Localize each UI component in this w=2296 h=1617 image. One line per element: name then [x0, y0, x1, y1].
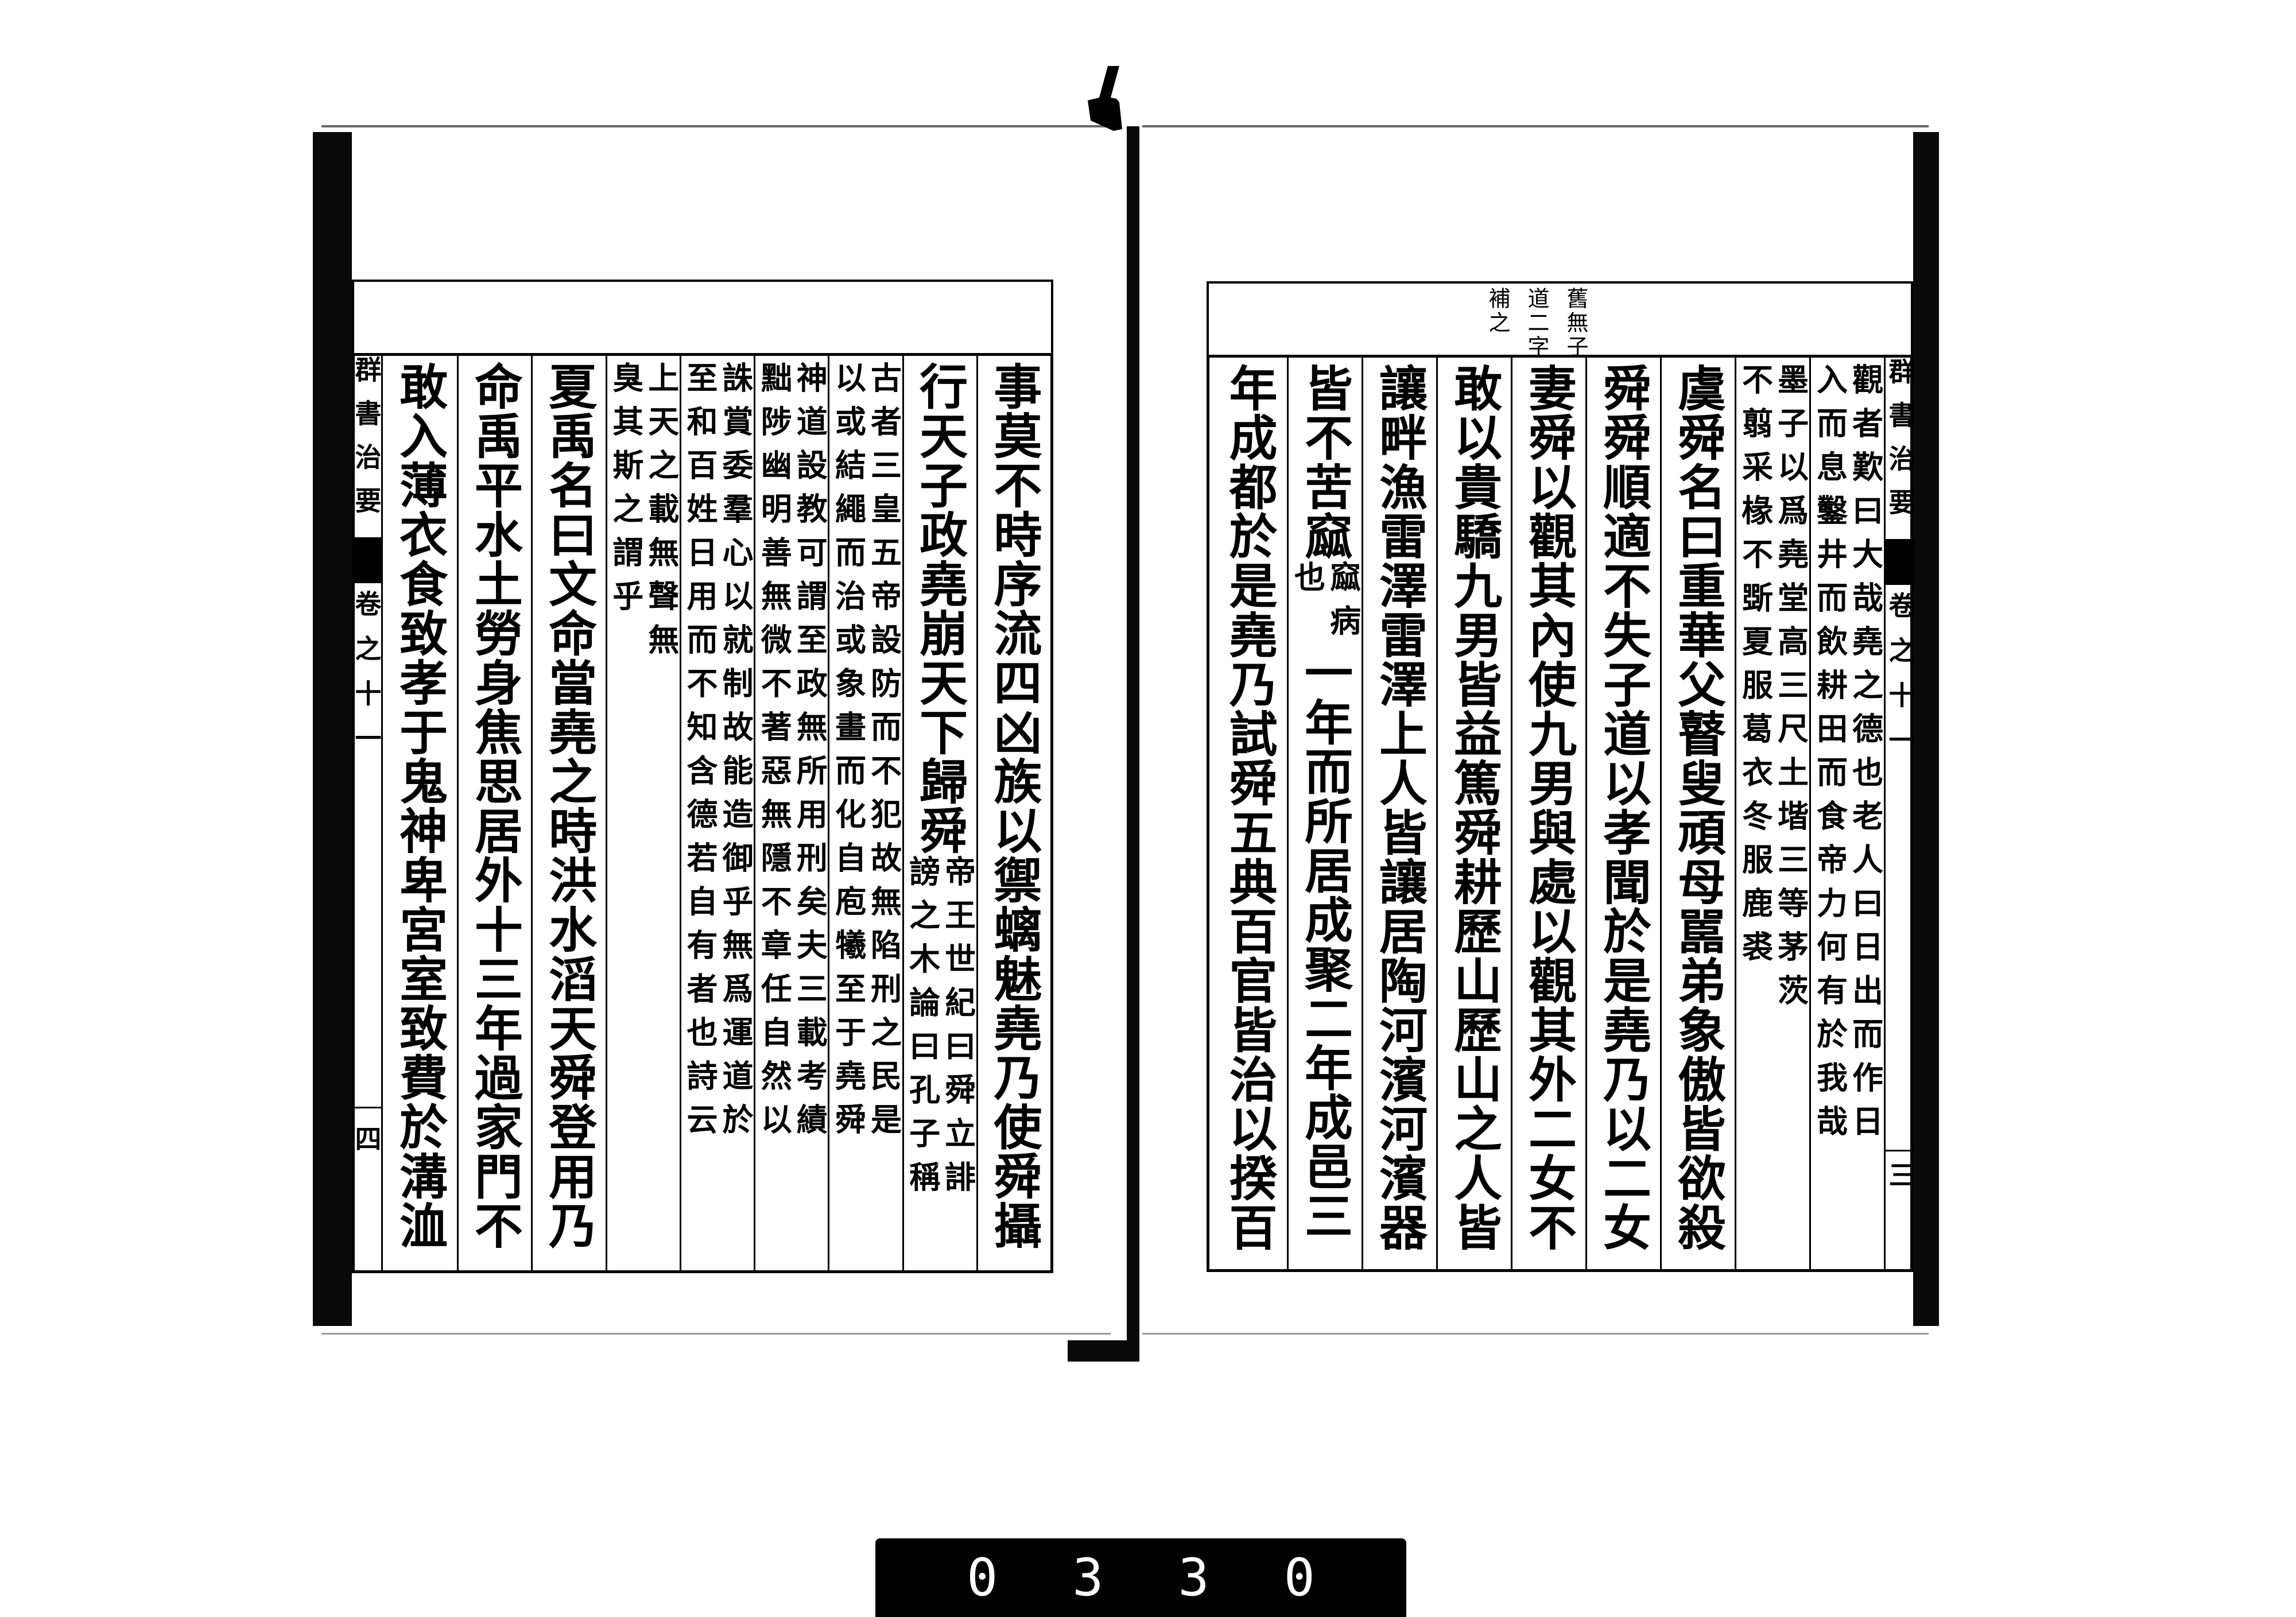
text-column: 夏禹名曰文命當堯之時洪水滔天舜登用乃: [531, 356, 605, 1270]
volume-label: 卷之十一: [1884, 592, 1916, 771]
volume-label: 卷之十一: [351, 590, 382, 769]
page-number: 三: [1884, 1161, 1916, 1188]
commentary-note: 窳病也: [1289, 561, 1362, 648]
commentary-line: 黜陟幽明善無微不著惡無隱不章任自然以: [755, 362, 793, 1147]
main-text: 妻舜以觀其內使九男與處以觀其外二女不: [1521, 363, 1578, 1252]
main-text: 敢入薄衣食致孝于鬼神卑宮室致費於溝洫: [391, 362, 449, 1250]
commentary-line: 墨子以爲堯堂高三尺土堦三等茅茨: [1772, 363, 1809, 1018]
commentary-line: 謗之木論曰孔子稱: [903, 855, 941, 1204]
commentary-note: 帝王世紀曰舜立誹謗之木論曰孔子稱: [903, 855, 976, 1204]
main-text: 命禹平水土勞身焦思居外十三年過家門不: [467, 362, 524, 1250]
text-column: 讓畔漁雷澤雷澤上人皆讓居陶河濱河濱器: [1362, 358, 1436, 1269]
margin-note-line: 補之: [1485, 287, 1510, 335]
commentary-note: 上天之載無聲無臭其斯之謂乎: [607, 362, 680, 667]
commentary-line: 誅賞委羣心以就制故能造御乎無爲運道於: [717, 362, 754, 1147]
page-number: 四: [351, 1125, 382, 1151]
text-column: 上天之載無聲無臭其斯之謂乎: [605, 356, 680, 1270]
divider-foot: [1068, 1340, 1139, 1362]
commentary-note: 神道設教可謂至政無所用刑矣夫三載考績黜陟幽明善無微不著惡無隱不章任自然以: [755, 362, 828, 1147]
text-column: 敢入薄衣食致孝于鬼神卑宮室致費於溝洫: [383, 356, 457, 1270]
text-column: 古者三皇五帝設防而不犯故無陷刑之民是以或結繩而治或象畫而化自庖犧至于堯舜: [828, 356, 902, 1270]
commentary-note: 古者三皇五帝設防而不犯故無陷刑之民是以或結繩而治或象畫而化自庖犧至于堯舜: [829, 362, 902, 1147]
text-column: 命禹平水土勞身焦思居外十三年過家門不: [457, 356, 531, 1270]
right-text-columns: 觀者歎曰大哉堯之德也老人曰日出而作日入而息鑿井而飲耕田而食帝力何有於我哉墨子以爲…: [1209, 358, 1884, 1269]
main-text: 夏禹名曰文命當堯之時洪水滔天舜登用乃: [541, 362, 598, 1250]
commentary-note: 觀者歎曰大哉堯之德也老人曰日出而作日入而息鑿井而飲耕田而食帝力何有於我哉: [1811, 363, 1884, 1149]
main-text: 讓畔漁雷澤雷澤上人皆讓居陶河濱河濱器: [1371, 363, 1429, 1252]
main-text: 事莫不時序流四凶族以禦螭魅堯乃使舜攝: [986, 362, 1043, 1250]
right-text-frame: [1207, 355, 1913, 1272]
commentary-line: 帝王世紀曰舜立誹: [939, 855, 976, 1204]
commentary-line: 至和百姓日用而不知含德若自有者也詩云: [681, 362, 719, 1147]
commentary-line: 窳病: [1324, 561, 1362, 648]
book-title: 群書治要: [351, 356, 382, 530]
left-top-margin-box: [352, 280, 1053, 354]
commentary-line: 神道設教可謂至政無所用刑矣夫三載考績: [791, 362, 828, 1147]
archive-number-label: 0330: [875, 1538, 1406, 1617]
text-column: 誅賞委羣心以就制故能造御乎無爲運道於至和百姓日用而不知含德若自有者也詩云: [679, 356, 754, 1270]
left-sheet: [321, 125, 1111, 1335]
main-text: 皆不苦窳: [1297, 363, 1354, 561]
left-text-columns: 事莫不時序流四凶族以禦螭魅堯乃使舜攝行天子政堯崩天下歸舜帝王世紀曰舜立誹謗之木論…: [383, 356, 1050, 1270]
text-column: 敢以貴驕九男皆益篤舜耕歷山歷山之人皆: [1436, 358, 1511, 1269]
text-column: 行天子政堯崩天下歸舜帝王世紀曰舜立誹謗之木論曰孔子稱: [902, 356, 976, 1270]
top-margin-note: 舊無子 道二字 補之: [1485, 287, 1588, 359]
text-column: 舜舜順適不失子道以孝聞於是堯乃以二女: [1585, 358, 1660, 1269]
left-gutter: 群書治要 卷之十一 四: [351, 356, 383, 1271]
main-text: 一年而所居成聚二年成邑三: [1297, 648, 1354, 1240]
main-text: 行天子政堯崩天下歸舜: [912, 362, 969, 855]
text-column: 皆不苦窳窳病也一年而所居成聚二年成邑三: [1287, 358, 1362, 1269]
margin-note-line: 舊無子: [1563, 287, 1588, 359]
commentary-line: 觀者歎曰大哉堯之德也老人曰日出而作日: [1847, 363, 1884, 1149]
main-text: 敢以貴驕九男皆益篤舜耕歷山歷山之人皆: [1446, 363, 1503, 1252]
text-column: 神道設教可謂至政無所用刑矣夫三載考績黜陟幽明善無微不著惡無隱不章任自然以: [754, 356, 828, 1270]
left-text-frame: [352, 353, 1053, 1273]
main-text: 舜舜順適不失子道以孝聞於是堯乃以二女: [1595, 363, 1653, 1252]
commentary-line: 不翦采椽不斲夏服葛衣冬服鹿裘: [1736, 363, 1774, 974]
book-title: 群書治要: [1884, 358, 1916, 532]
commentary-note: 墨子以爲堯堂高三尺土堦三等茅茨不翦采椽不斲夏服葛衣冬服鹿裘: [1736, 363, 1809, 1018]
text-column: 虞舜名曰重華父瞽叟頑母嚚弟象傲皆欲殺: [1660, 358, 1735, 1269]
gutter-divider: [352, 1107, 381, 1108]
right-top-margin-box: [1207, 281, 1913, 356]
right-sheet: [1142, 125, 1929, 1335]
commentary-line: 入而息鑿井而飲耕田而食帝力何有於我哉: [1811, 363, 1848, 1149]
text-column: 事莫不時序流四凶族以禦螭魅堯乃使舜攝: [976, 356, 1050, 1270]
right-gutter: 群書治要 卷之十一 三: [1884, 358, 1916, 1270]
commentary-line: 臭其斯之謂乎: [607, 362, 644, 623]
margin-note-line: 道二字: [1524, 287, 1549, 359]
commentary-line: 上天之載無聲無: [642, 362, 680, 667]
commentary-line: 古者三皇五帝設防而不犯故無陷刑之民是: [865, 362, 902, 1147]
commentary-line: 以或結繩而治或象畫而化自庖犧至于堯舜: [829, 362, 867, 1147]
center-divider: [1127, 126, 1139, 1347]
text-column: 觀者歎曰大哉堯之德也老人曰日出而作日入而息鑿井而飲耕田而食帝力何有於我哉: [1809, 358, 1884, 1269]
left-binding-edge: [313, 132, 352, 1326]
fishtail-mark: [1886, 539, 1915, 585]
commentary-note: 誅賞委羣心以就制故能造御乎無爲運道於至和百姓日用而不知含德若自有者也詩云: [681, 362, 754, 1147]
main-text: 年成都於是堯乃試舜五典百官皆治以揆百: [1221, 363, 1278, 1252]
divider-flag-icon: [1088, 66, 1122, 131]
text-column: 墨子以爲堯堂高三尺土堦三等茅茨不翦采椽不斲夏服葛衣冬服鹿裘: [1735, 358, 1809, 1269]
commentary-line: 也: [1289, 561, 1326, 604]
main-text: 虞舜名曰重華父瞽叟頑母嚚弟象傲皆欲殺: [1670, 363, 1727, 1252]
right-binding-edge: [1913, 132, 1939, 1326]
gutter-divider: [1886, 1150, 1915, 1151]
text-column: 年成都於是堯乃試舜五典百官皆治以揆百: [1212, 358, 1287, 1269]
text-column: 妻舜以觀其內使九男與處以觀其外二女不: [1511, 358, 1585, 1269]
fishtail-mark: [352, 537, 381, 583]
